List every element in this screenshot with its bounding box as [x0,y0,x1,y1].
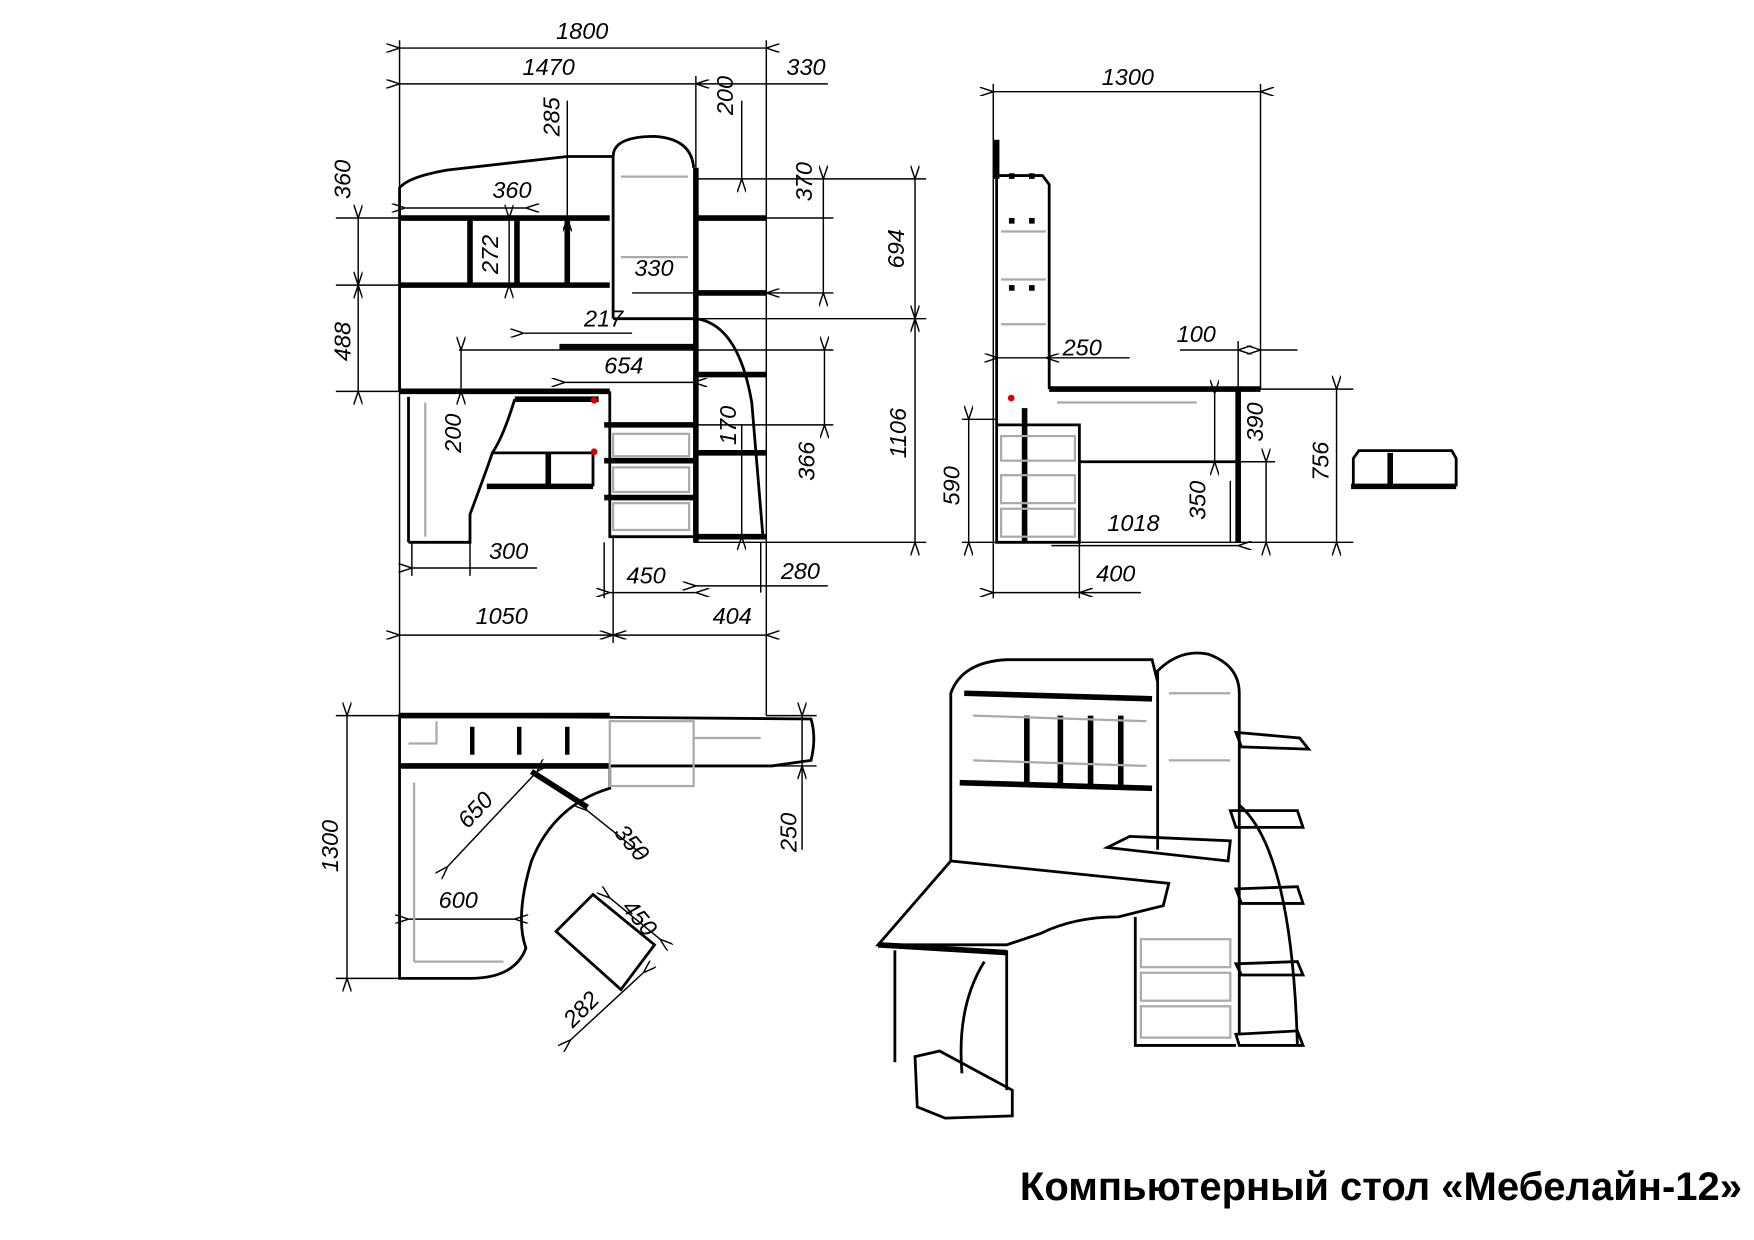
dim-694: 694 [883,229,909,268]
dim-450-top: 450 [617,894,662,941]
dim-200-left: 200 [440,414,466,454]
dim-250-side: 250 [1062,335,1102,361]
dim-350-top: 350 [609,820,654,867]
dim-366: 366 [793,441,819,481]
dim-1300-top: 1300 [317,820,343,872]
dim-300: 300 [489,538,528,564]
top-view: 1300 250 650 350 600 450 282 [317,716,817,1040]
dim-488: 488 [329,322,355,361]
dim-390: 390 [1242,402,1268,441]
dim-350-side: 350 [1185,481,1211,520]
chair-outline [554,892,657,992]
dim-1300-side: 1300 [1102,64,1154,90]
keyboard-shelf-profile [1351,449,1458,490]
dim-217: 217 [583,305,624,331]
dim-370: 370 [791,162,817,201]
dim-1470: 1470 [523,54,575,80]
dim-330-mid: 330 [634,255,673,281]
dim-404: 404 [713,603,752,629]
dim-272: 272 [477,235,503,275]
dim-1800: 1800 [556,18,608,44]
dim-600: 600 [439,887,478,913]
dim-360-shelf: 360 [492,177,531,203]
side-view: 1300 250 100 390 756 590 350 1018 400 [939,64,1458,599]
dim-330-top: 330 [786,54,825,80]
isometric-view [875,651,1312,1120]
dim-170: 170 [715,406,741,445]
dim-200-top: 200 [712,76,738,116]
dim-285: 285 [538,96,564,137]
front-view: 1800 1470 330 200 285 360 360 272 488 33… [329,18,927,716]
dim-590: 590 [939,466,965,505]
dim-1050: 1050 [476,603,528,629]
dim-756: 756 [1308,441,1334,481]
dim-1106: 1106 [885,407,911,458]
dim-360-left: 360 [329,160,355,199]
dim-400: 400 [1096,560,1135,586]
dim-282: 282 [557,986,604,1033]
dim-100: 100 [1177,321,1216,347]
dim-654: 654 [604,352,643,378]
drawing-title: Компьютерный стол «Мебелайн-12» [1019,1165,1742,1209]
dim-280: 280 [780,558,820,584]
dim-1018: 1018 [1107,510,1159,536]
dim-650: 650 [452,787,498,833]
dim-250-top: 250 [775,813,801,853]
dim-450: 450 [627,563,666,589]
